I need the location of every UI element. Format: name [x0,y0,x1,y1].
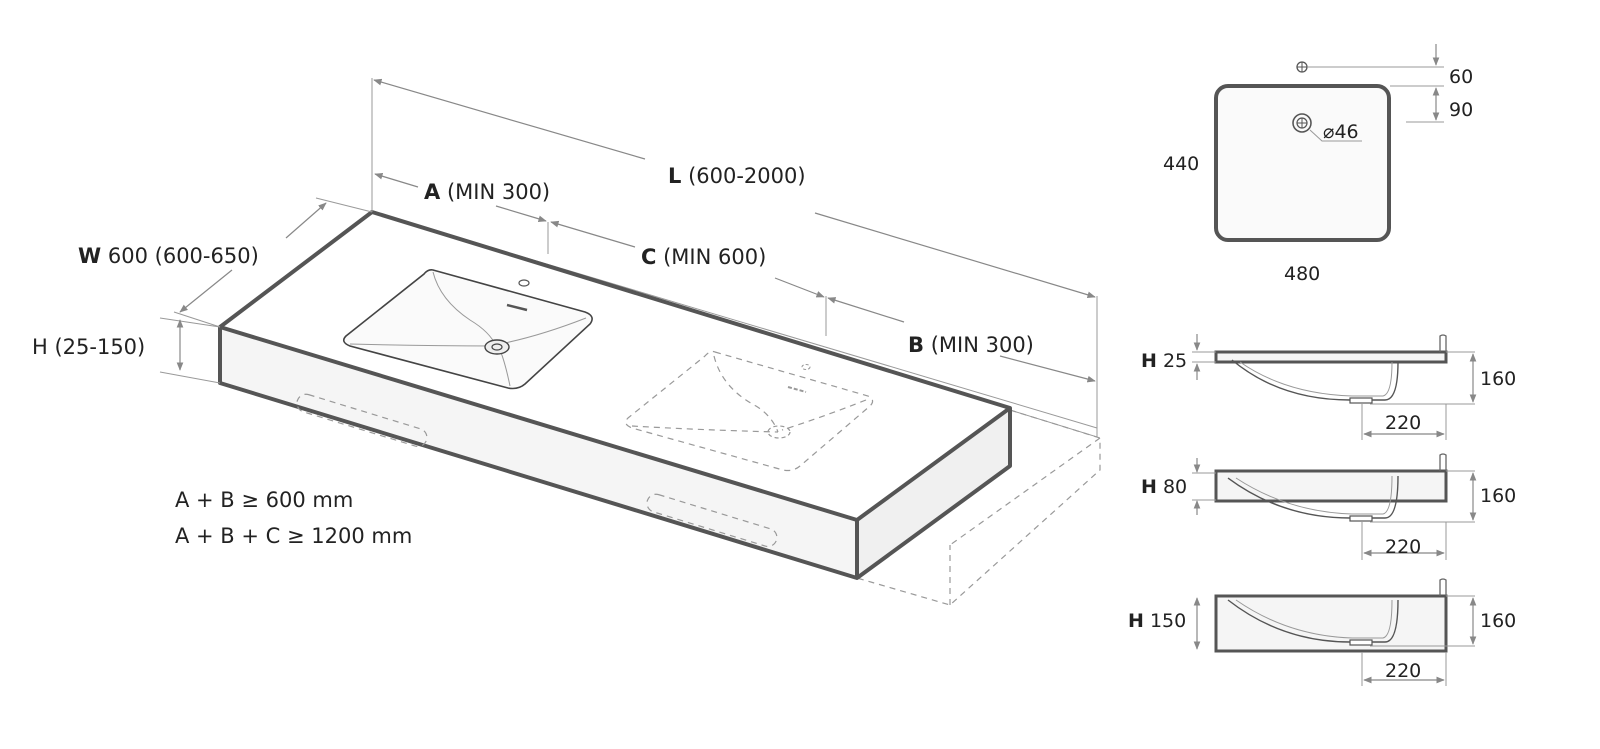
section-3-height: H 150 [1128,610,1186,632]
drain-icon [1292,113,1312,133]
rule-a-plus-b-plus-c: A + B + C ≥ 1200 mm [175,524,412,548]
section-3-depth: 160 [1480,610,1516,632]
right-basin-slopes [631,355,867,433]
main-dimensions [159,78,1098,428]
left-tap-hole-icon [518,279,530,287]
height-label: H (25-150) [32,335,145,359]
left-basin [342,269,593,390]
section-2-height: H 80 [1141,476,1187,498]
basin-profile [1227,475,1399,519]
backsplash-strip [371,211,1098,438]
section-1-height: H 25 [1141,350,1187,372]
length-label: L (600-2000) [668,164,806,188]
front-face [220,327,857,578]
handle-slot-right [646,493,778,548]
basin-top-view [1214,44,1444,242]
section-2-depth: 160 [1480,485,1516,507]
handle-slot-left [296,393,428,448]
basin-width-label: 480 [1284,263,1320,285]
b-label: B (MIN 300) [908,333,1034,357]
basin-profile [1231,359,1399,401]
countertop-isometric [218,210,1101,606]
section-3-drain-offset: 220 [1385,660,1421,682]
side-face [857,408,1010,578]
basin-depth-label: 440 [1163,153,1199,175]
a-label: A (MIN 300) [424,180,550,204]
section-h80 [1192,453,1477,560]
basin-outline [1214,84,1391,242]
section-h150 [1193,578,1477,686]
section-1-drain-offset: 220 [1385,412,1421,434]
offset-90-label: 90 [1449,99,1473,121]
right-drain-icon [767,425,791,439]
section-1-depth: 160 [1480,368,1516,390]
drain-diameter-label: ⌀46 [1323,121,1359,143]
basin-profile [1227,599,1399,643]
offset-60-label: 60 [1449,66,1473,88]
rule-a-plus-b: A + B ≥ 600 mm [175,488,353,512]
left-overflow-slot [506,303,528,312]
section-2-drain-offset: 220 [1385,536,1421,558]
left-drain-icon [484,339,510,355]
right-basin-alt [625,350,874,472]
width-label: W 600 (600-650) [78,244,259,268]
cabinet-hidden-lines [856,409,1101,606]
c-label: C (MIN 600) [641,245,766,269]
section-h25 [1192,334,1477,440]
left-basin-slopes [349,271,587,387]
